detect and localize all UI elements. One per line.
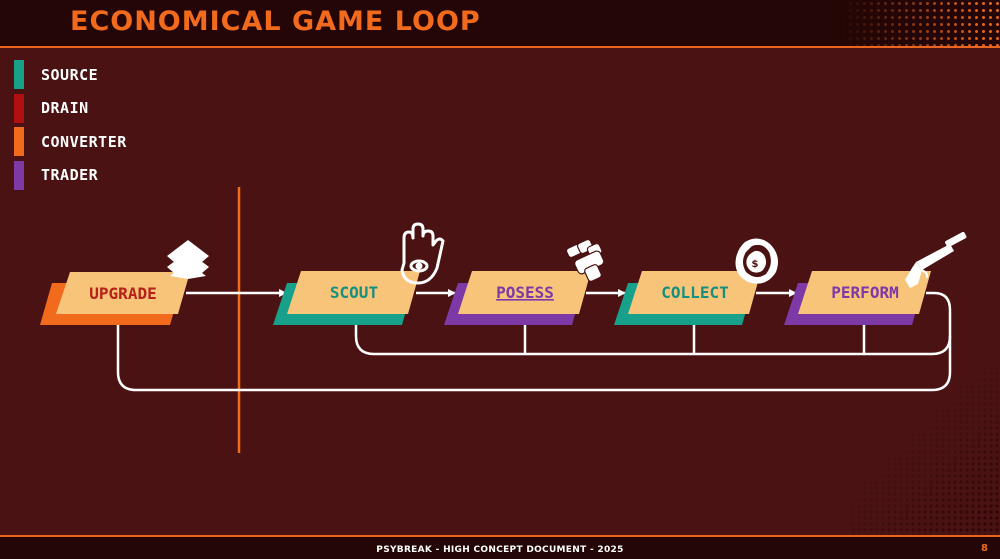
node-upgrade-box xyxy=(56,272,190,314)
node-scout-label: SCOUT xyxy=(330,283,378,302)
page-title: Economical Game Loop xyxy=(70,6,481,37)
legend-label-trader: TRADER xyxy=(41,166,99,185)
page-number: 8 xyxy=(981,543,988,554)
legend-item-trader: TRADER xyxy=(14,159,127,193)
money-bag-icon: $ xyxy=(735,238,778,284)
node-posess-box xyxy=(458,271,591,314)
node-collect-box xyxy=(628,271,761,314)
node-scout[interactable]: SCOUT xyxy=(273,271,420,325)
legend-item-converter: CONVERTER xyxy=(14,125,127,159)
legend-label-source: SOURCE xyxy=(41,65,99,84)
footer-bar: PSYBREAK - HIGH CONCEPT DOCUMENT - 2025 … xyxy=(0,535,1000,559)
node-perform-label: PERFORM xyxy=(831,283,898,302)
hand-eye-icon xyxy=(400,222,445,285)
legend-item-source: SOURCE xyxy=(14,58,127,92)
node-posess[interactable]: POSESS xyxy=(444,271,591,325)
node-scout-box xyxy=(287,271,420,314)
loop-back-to-scout xyxy=(352,291,952,356)
node-perform-box xyxy=(798,271,931,314)
connectors xyxy=(114,289,952,392)
fist-icon xyxy=(565,238,605,282)
chevrons-up-icon xyxy=(167,240,209,279)
legend: SOURCE DRAIN CONVERTER TRADER xyxy=(14,58,127,192)
legend-swatch-trader xyxy=(14,160,24,190)
legend-label-drain: DRAIN xyxy=(41,99,89,118)
node-collect[interactable]: COLLECT xyxy=(614,271,761,325)
pistol-icon xyxy=(905,232,967,288)
loop-back-to-upgrade xyxy=(114,317,952,392)
dot-pattern-decoration xyxy=(840,0,1000,46)
dot-pattern-decoration-bottom xyxy=(850,365,1000,535)
legend-swatch-drain xyxy=(14,93,24,123)
node-upgrade[interactable]: UPGRADE xyxy=(40,272,190,325)
node-upgrade-label: UPGRADE xyxy=(89,284,156,303)
legend-swatch-source xyxy=(14,60,24,90)
header-bar: Economical Game Loop xyxy=(0,0,1000,48)
legend-item-drain: DRAIN xyxy=(14,92,127,126)
node-posess-label: POSESS xyxy=(496,283,554,302)
node-collect-label: COLLECT xyxy=(661,283,728,302)
node-perform[interactable]: PERFORM xyxy=(784,271,931,325)
svg-text:$: $ xyxy=(752,259,759,270)
legend-label-converter: CONVERTER xyxy=(41,132,127,151)
footer-text: PSYBREAK - HIGH CONCEPT DOCUMENT - 2025 xyxy=(376,545,624,555)
legend-swatch-converter xyxy=(14,127,24,157)
